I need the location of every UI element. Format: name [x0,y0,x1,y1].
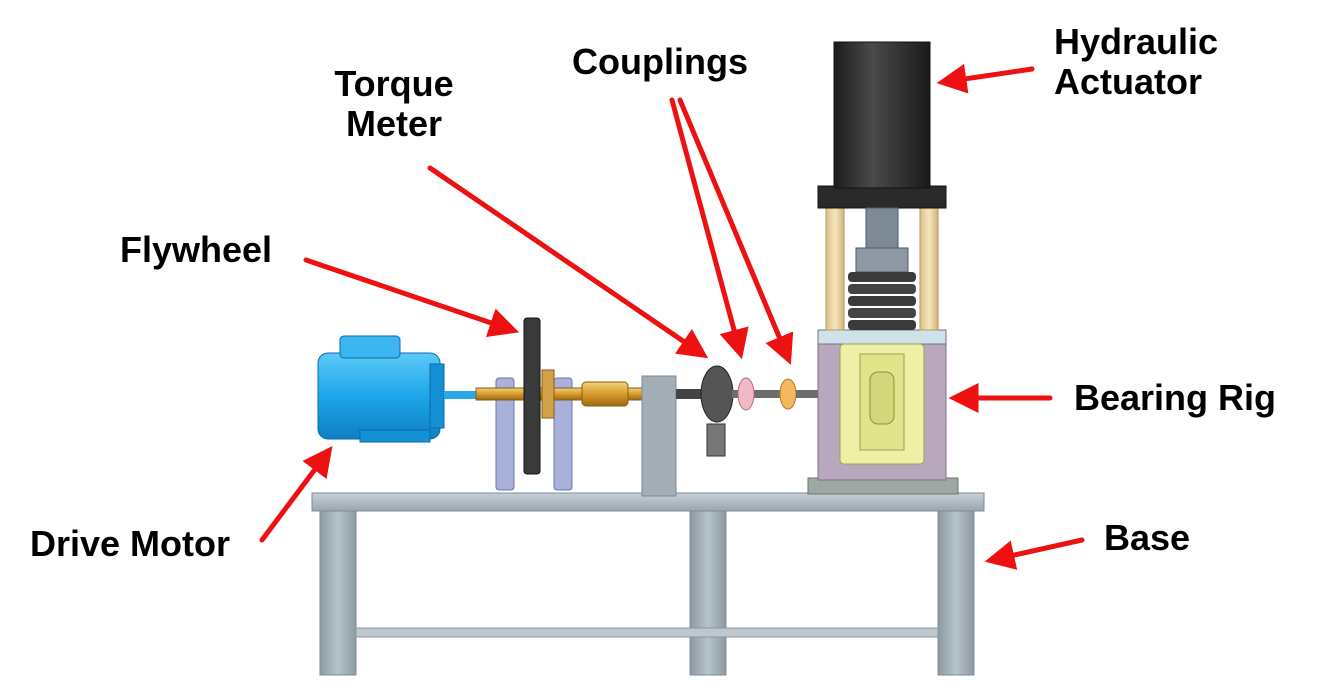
label-hydraulic-actuator-line1: Hydraulic [1054,21,1219,62]
arrow-coupling-2 [677,97,794,365]
frame-pillar-left [825,205,845,331]
arrow-torque-meter [427,165,709,359]
actuator-top-plate [817,185,947,209]
flywheel-disc [523,317,541,475]
drive-motor [317,335,478,443]
torque-meter-stand [641,375,677,497]
base-leg-middle [689,510,727,676]
bearing-block-left [495,377,515,491]
coupling-2 [779,378,797,410]
base-table [311,492,985,676]
arrow-base [984,537,1085,570]
label-base: Base [1104,517,1191,558]
actuator-bellows [848,272,916,330]
bearing-rig [807,329,959,495]
hydraulic-actuator-assembly [817,41,947,331]
flywheel-assembly [475,317,647,491]
arrow-coupling-1 [669,97,749,360]
label-torque-meter-line2: Meter [345,102,443,144]
motor-shaft [444,391,478,399]
arrow-flywheel [303,257,520,337]
arrow-drive-motor [259,446,333,543]
callout-arrows [259,63,1085,570]
base-leg-right [937,510,975,676]
label-torque-meter: Torque Meter [318,64,470,143]
bearing-block-right [553,377,573,491]
arrow-hydraulic-actuator [936,63,1035,94]
couplings [732,377,820,411]
label-couplings: Couplings [572,41,748,82]
label-hydraulic-actuator: Hydraulic Actuator [1054,22,1218,101]
torque-meter [700,365,734,423]
frame-pillar-right [919,205,939,331]
label-drive-motor: Drive Motor [30,523,231,564]
hydraulic-actuator [833,41,931,189]
base-leg-left [319,510,357,676]
label-hydraulic-actuator-line2: Actuator [1054,60,1203,102]
torque-meter-assembly [641,365,734,497]
label-flywheel: Flywheel [120,229,273,270]
coupling-1 [737,377,755,411]
label-bearing-rig: Bearing Rig [1074,377,1277,418]
base-crossbar [355,627,939,638]
label-torque-meter-line1: Torque [334,63,454,104]
